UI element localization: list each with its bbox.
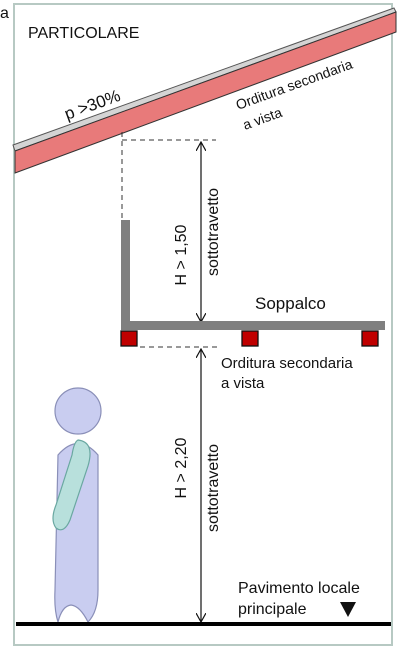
lower-height-label: H > 2,20 — [173, 437, 190, 498]
upper-type-label: sottotravetto — [205, 188, 222, 276]
upper-height-label: H > 1,50 — [173, 224, 190, 285]
mezzanine-joist — [241, 330, 259, 347]
mezzanine-slab — [121, 321, 385, 330]
figure-head — [54, 387, 102, 435]
roof — [12, 7, 397, 174]
mezzanine-parapet — [121, 220, 130, 330]
human-figure — [52, 387, 102, 625]
mezzanine — [120, 220, 385, 347]
floor-level-marker-icon — [340, 602, 356, 617]
mezzanine-structure-label-line1: Orditura secondaria — [221, 355, 353, 372]
roof-rafter — [14, 11, 397, 174]
mezzanine-label: Soppalco — [255, 294, 326, 313]
floor-label-line1: Pavimento locale — [238, 580, 360, 597]
mezzanine-structure-label-line2: a vista — [221, 375, 265, 392]
frame-border — [13, 3, 393, 646]
figure-arm — [52, 439, 91, 531]
mezzanine-joist — [120, 330, 138, 347]
diagram-title: PARTICOLARE — [28, 25, 139, 42]
mezzanine-joist — [361, 330, 379, 347]
lower-type-label: sottotravetto — [205, 444, 222, 532]
floor-label-line2: principale — [238, 601, 307, 618]
corner-mark: a — [0, 5, 9, 22]
